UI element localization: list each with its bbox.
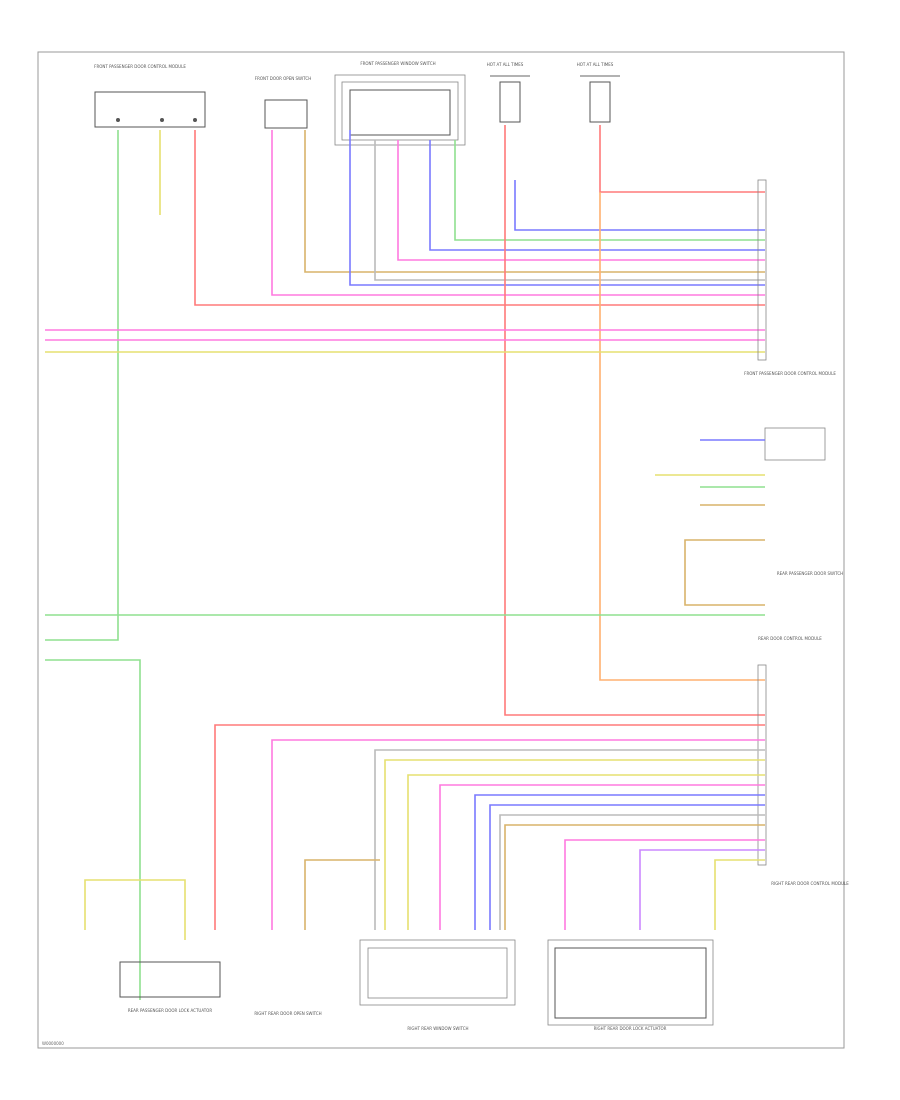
fuse-2: HOT AT ALL TIMES	[577, 62, 620, 123]
front-passenger-window-switch: FRONT PASSENGER WINDOW SWITCH	[334, 61, 466, 146]
front-door-open-switch: FRONT DOOR OPEN SWITCH	[255, 76, 311, 129]
right-rear-door-open-switch: RIGHT REAR DOOR OPEN SWITCH	[254, 1011, 321, 1016]
component-label-13: RIGHT REAR DOOR CONTROL MODULE	[771, 881, 849, 886]
component-label-11: RIGHT REAR WINDOW SWITCH	[407, 1026, 468, 1031]
wire-harness-top	[45, 125, 765, 1000]
fuse-1: HOT AT ALL TIMES	[487, 62, 530, 123]
right-rear-door-control-module: RIGHT REAR DOOR CONTROL MODULE	[771, 881, 849, 886]
rear-passenger-door-switch-group: REAR PASSENGER DOOR SWITCH	[655, 427, 843, 576]
component-label-6: FRONT PASSENGER DOOR CONTROL MODULE	[744, 371, 836, 376]
rear-passenger-door-lock-actuator: REAR PASSENGER DOOR LOCK ACTUATOR	[119, 961, 221, 1013]
diagram-frame	[37, 51, 845, 1049]
wire-harness-bottom	[84, 724, 765, 940]
right-rear-window-switch: RIGHT REAR WINDOW SWITCH	[359, 939, 516, 1031]
component-label-2: FRONT DOOR OPEN SWITCH	[255, 76, 311, 81]
front-passenger-door-control-module: FRONT PASSENGER DOOR CONTROL MODULE	[94, 64, 206, 128]
component-label-9: REAR PASSENGER DOOR LOCK ACTUATOR	[128, 1008, 212, 1013]
component-label-4: HOT AT ALL TIMES	[487, 62, 524, 67]
component-label-5: HOT AT ALL TIMES	[577, 62, 614, 67]
component-label-12: RIGHT REAR DOOR LOCK ACTUATOR	[594, 1026, 667, 1031]
component-label-1: FRONT PASSENGER DOOR CONTROL MODULE	[94, 64, 186, 69]
rear-door-module-box: REAR DOOR CONTROL MODULE	[684, 539, 822, 641]
component-label-10: RIGHT REAR DOOR OPEN SWITCH	[254, 1011, 321, 1016]
diagram-code: W0000000	[42, 1041, 64, 1046]
component-label-8: REAR DOOR CONTROL MODULE	[758, 636, 822, 641]
connector-front-passenger-module: FRONT PASSENGER DOOR CONTROL MODULE	[744, 179, 836, 376]
component-label-3: FRONT PASSENGER WINDOW SWITCH	[360, 61, 435, 66]
component-label-7: REAR PASSENGER DOOR SWITCH	[777, 571, 843, 576]
right-rear-door-lock-actuator: RIGHT REAR DOOR LOCK ACTUATOR	[547, 939, 714, 1031]
connector-rear-module	[757, 664, 767, 866]
